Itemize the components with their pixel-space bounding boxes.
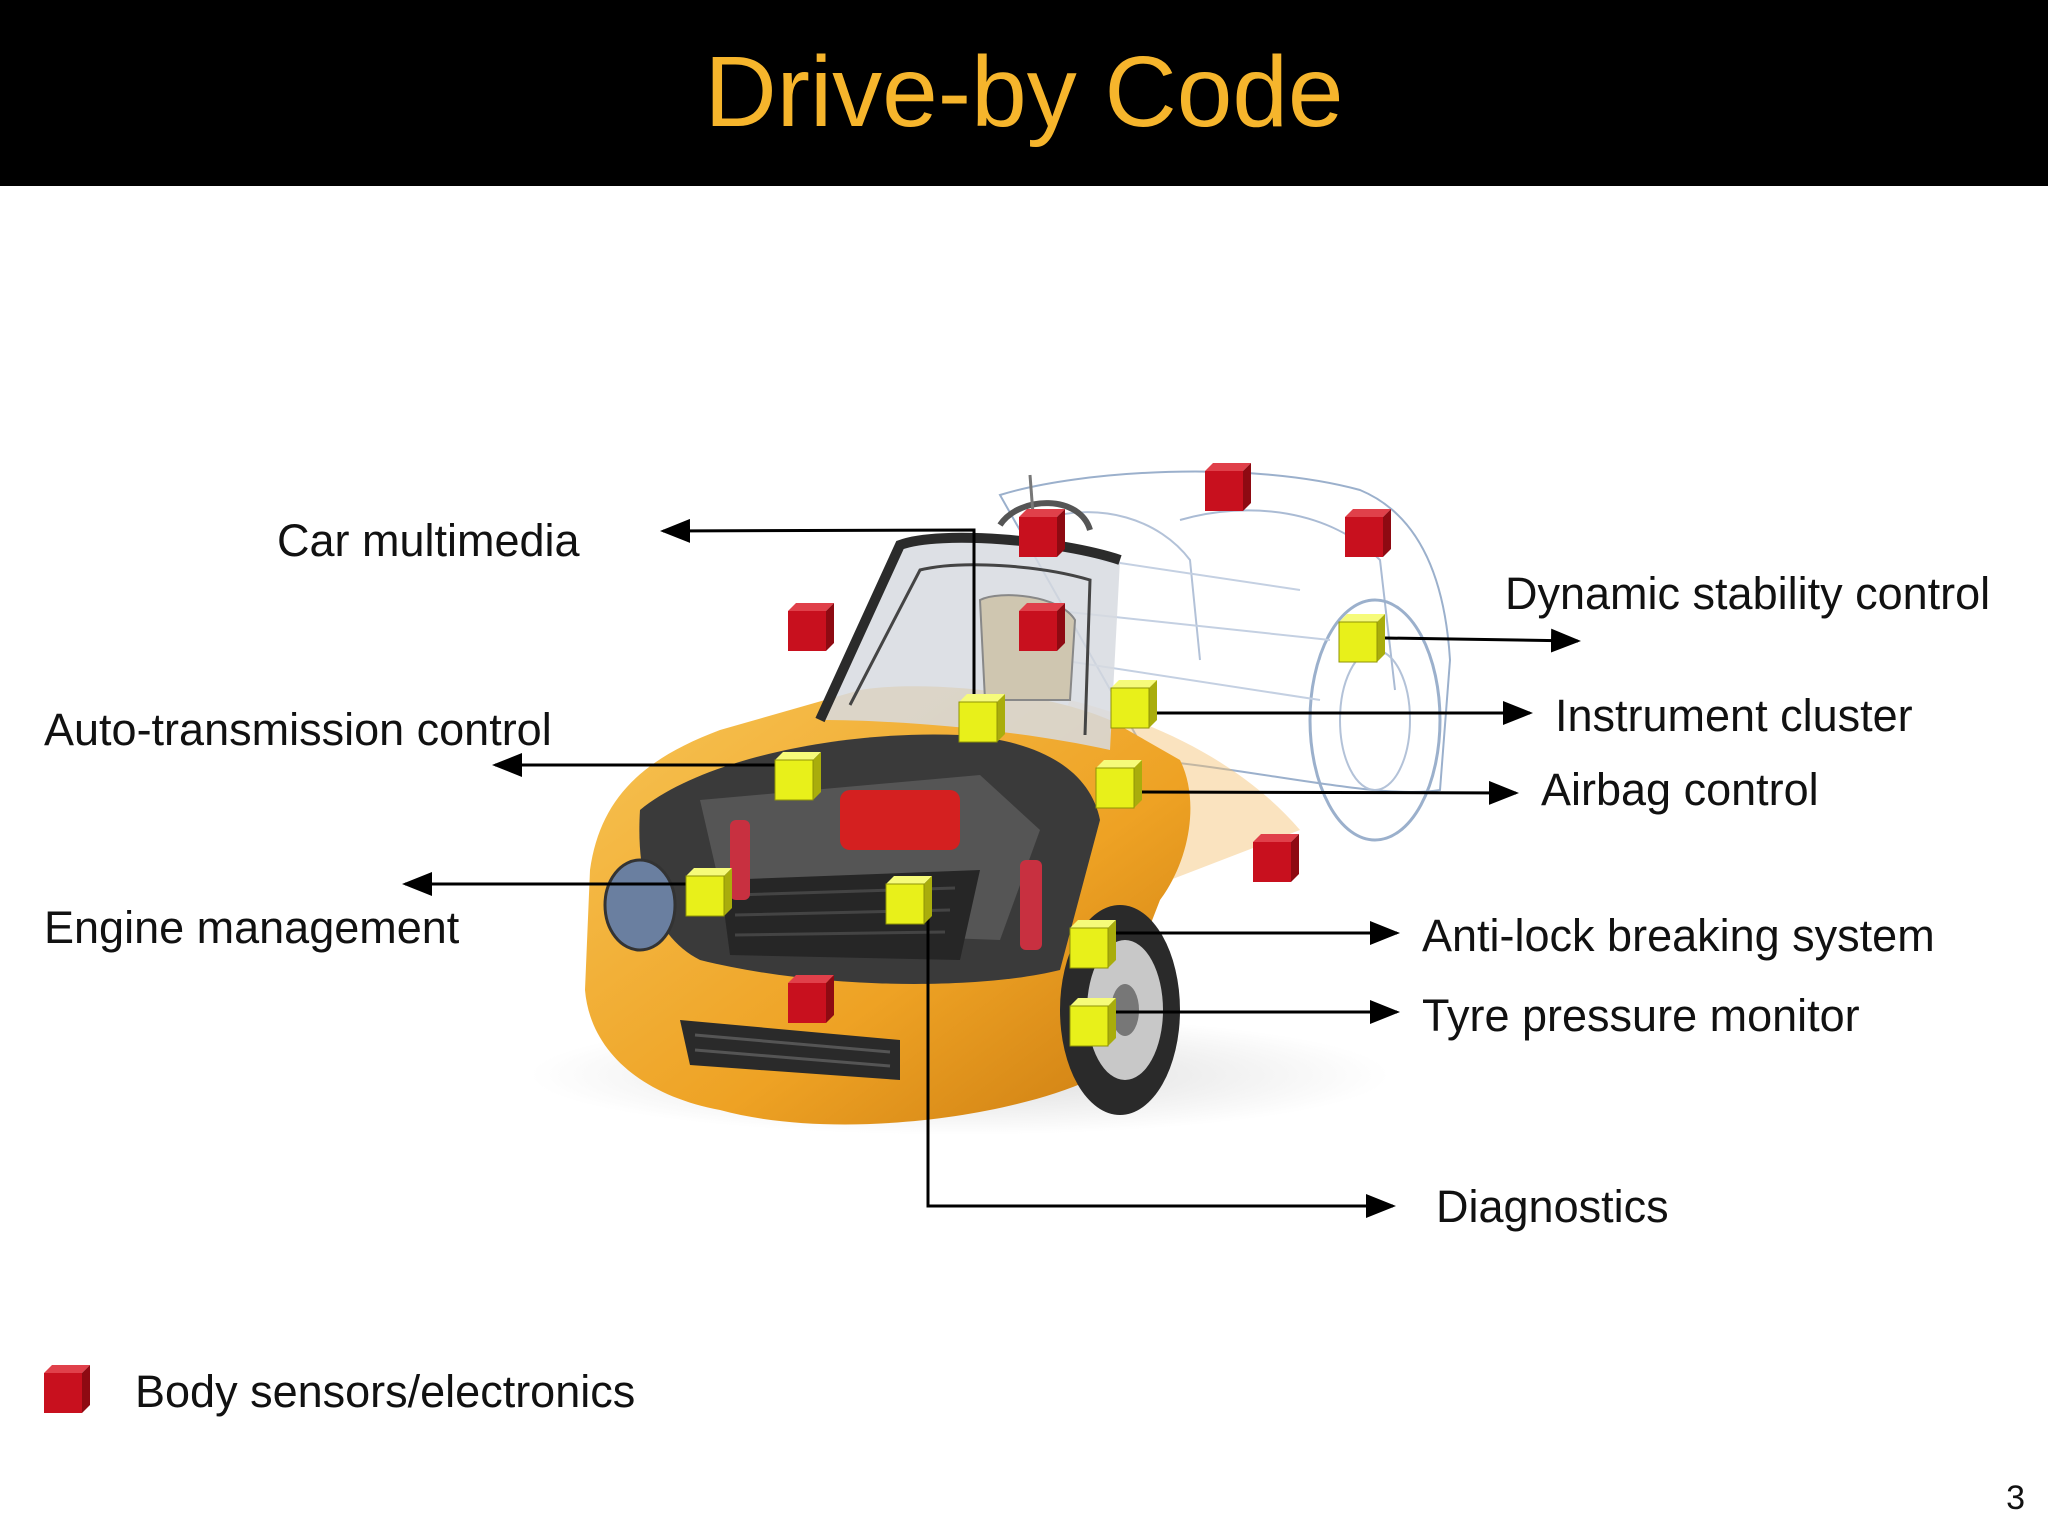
page-number: 3 [2006, 1479, 2025, 1517]
connector-lines [402, 518, 1581, 1218]
label-anti-lock: Anti-lock breaking system [1422, 910, 1935, 961]
body-sensor-cube [1019, 509, 1065, 557]
engine-management-ecu [685, 867, 733, 917]
label-auto-transmission: Auto-transmission control [44, 704, 552, 755]
body-sensor-cube [1205, 463, 1251, 511]
dynamic-stability-ecu [1338, 613, 1386, 663]
anti-lock-ecu [1069, 919, 1117, 969]
label-car-multimedia: Car multimedia [277, 515, 580, 566]
label-instrument-cluster: Instrument cluster [1555, 690, 1913, 741]
car-multimedia-ecu [958, 693, 1006, 743]
slide-title: Drive-by Code [704, 36, 1344, 148]
car-illustration [530, 470, 1452, 1135]
title-bar: Drive-by Code [0, 0, 2048, 186]
label-engine-management: Engine management [44, 902, 460, 953]
diagnostics-ecu [885, 875, 933, 925]
body-sensor-cube [1019, 603, 1065, 651]
legend-body-sensor-icon [44, 1365, 90, 1413]
label-tyre-pressure: Tyre pressure monitor [1422, 990, 1860, 1041]
airbag-ecu [1095, 759, 1143, 809]
label-diagnostics: Diagnostics [1436, 1181, 1669, 1232]
label-airbag-control: Airbag control [1541, 764, 1819, 815]
instrument-cluster-ecu [1110, 679, 1158, 729]
label-dynamic-stability: Dynamic stability control [1505, 568, 1991, 619]
body-sensor-cube [788, 603, 834, 651]
body-sensor-cube [1253, 834, 1299, 882]
legend-label: Body sensors/electronics [135, 1366, 636, 1417]
tyre-pressure-ecu [1069, 997, 1117, 1047]
body-sensor-cube [1345, 509, 1391, 557]
body-sensor-cube [788, 975, 834, 1023]
auto-transmission-ecu [774, 751, 822, 801]
